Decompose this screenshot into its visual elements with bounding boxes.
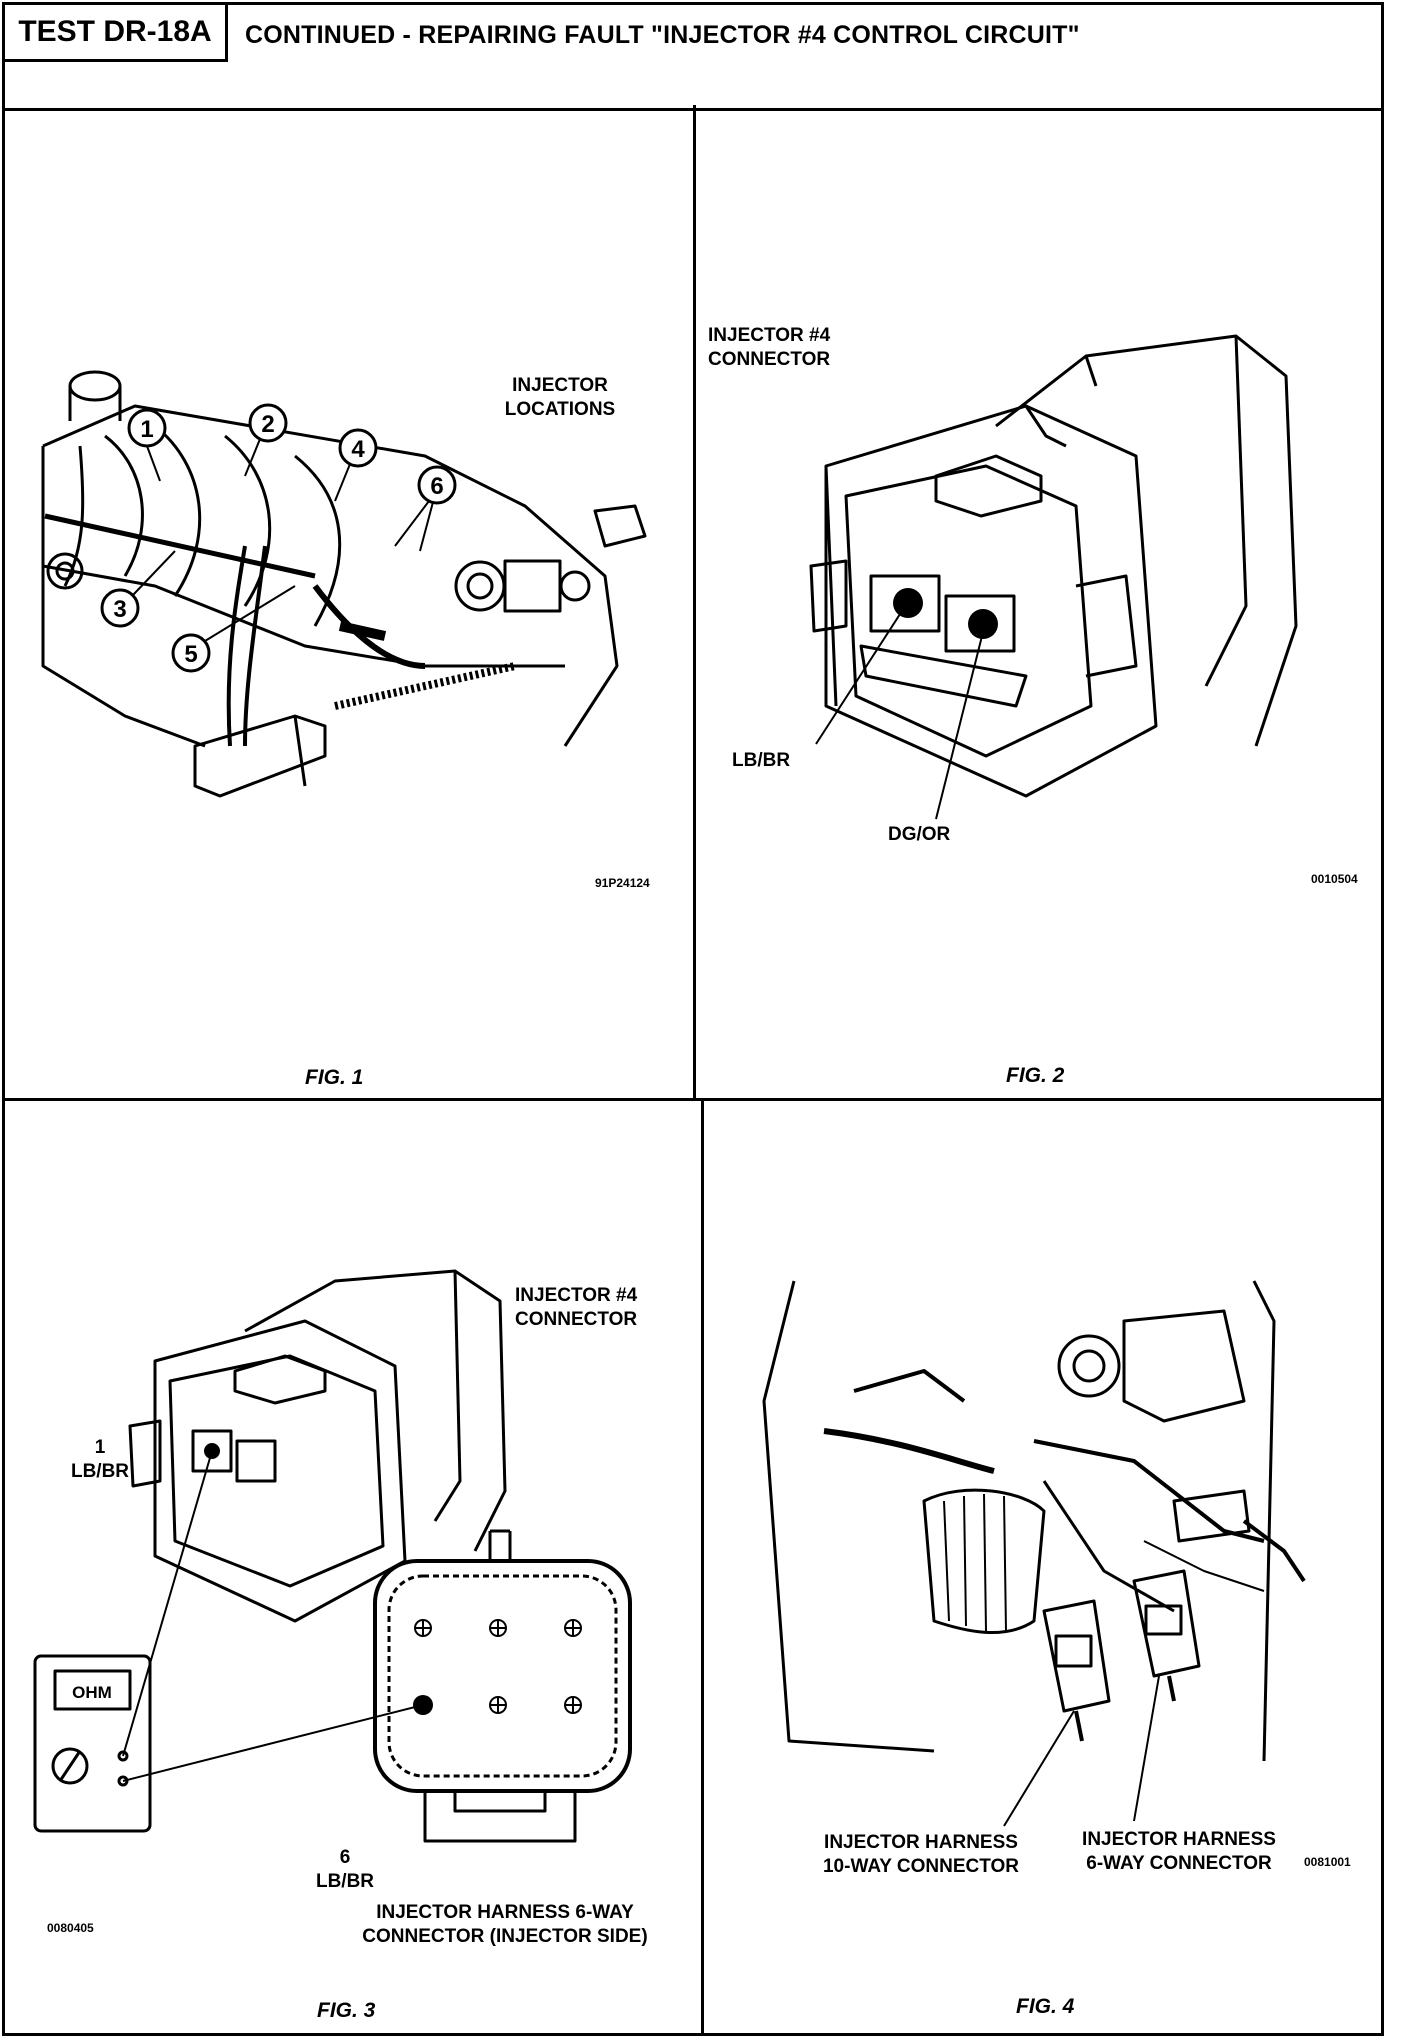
fig2-title-line2: CONNECTOR [708, 349, 831, 370]
pin-dg-or [968, 609, 998, 639]
fig4-left-line1: INJECTOR HARNESS [824, 1832, 1018, 1853]
svg-text:3: 3 [113, 596, 126, 623]
fig3-pin1-number: 1 [94, 1437, 106, 1458]
callout-3: 3 [100, 550, 176, 628]
injector-callouts: 1 2 3 4 5 [100, 403, 457, 673]
fig4-caption: FIG. 4 [1016, 1995, 1075, 2018]
fig3-code: 0080405 [47, 1921, 94, 1935]
fig4-right-line2: 6-WAY CONNECTOR [1086, 1853, 1272, 1874]
callout-4: 4 [334, 428, 378, 502]
fig1-title-line2: LOCATIONS [504, 399, 616, 420]
horizontal-divider [2, 1098, 1384, 1101]
ohmmeter-test-illustration: OHM [33, 1269, 632, 1843]
callout-5: 5 [171, 585, 296, 673]
fig3-pin6-wire: LB/BR [315, 1871, 375, 1892]
fig4-right-label: INJECTOR HARNESS 6-WAY CONNECTOR [1054, 1828, 1304, 1876]
fig1-caption: FIG. 1 [305, 1066, 364, 1089]
page-title: CONTINUED - REPAIRING FAULT "INJECTOR #4… [245, 21, 1080, 49]
svg-text:5: 5 [184, 641, 197, 668]
fig3-title-line2: CONNECTOR [515, 1309, 638, 1330]
callout-6: 6 [394, 465, 457, 552]
fig4-panel: INJECTOR HARNESS 10-WAY CONNECTOR INJECT… [704, 1101, 1384, 2036]
fig3-pin1-label: 1 LB/BR [60, 1436, 140, 1484]
vertical-divider-bottom [701, 1101, 704, 2036]
fig3-panel: INJECTOR #4 CONNECTOR 1 LB/BR [5, 1101, 701, 2036]
fig3-pin1-wire: LB/BR [70, 1461, 130, 1482]
fig4-left-line2: 10-WAY CONNECTOR [822, 1856, 1020, 1877]
fig3-title: INJECTOR #4 CONNECTOR [515, 1284, 637, 1332]
injector-connector-illustration [809, 334, 1298, 820]
fig3-caption: FIG. 3 [317, 1999, 376, 2022]
fig2-title-line1: INJECTOR #4 [708, 325, 831, 346]
svg-text:2: 2 [261, 411, 274, 438]
fig2-wire-dg-or: DG/OR [888, 824, 951, 845]
fig4-right-line1: INJECTOR HARNESS [1082, 1829, 1276, 1850]
harness-connectors-illustration [762, 1280, 1306, 1827]
engine-illustration [41, 370, 647, 798]
callout-2: 2 [244, 403, 288, 477]
fig1-title-line1: INJECTOR [512, 375, 608, 396]
fig3-title-line1: INJECTOR #4 [515, 1285, 638, 1306]
fig2-wire-lb-br: LB/BR [732, 750, 791, 771]
test-id-box: TEST DR-18A [2, 2, 228, 62]
fig3-harness-line1: INJECTOR HARNESS 6-WAY [376, 1902, 634, 1923]
pin-lb-br [893, 588, 923, 618]
vertical-divider-top [693, 105, 696, 1101]
fig3-harness-line2: CONNECTOR (INJECTOR SIDE) [362, 1926, 648, 1947]
svg-text:1: 1 [140, 416, 153, 443]
svg-text:4: 4 [351, 436, 365, 463]
callout-1: 1 [127, 408, 167, 482]
fig3-harness-label: INJECTOR HARNESS 6-WAY CONNECTOR (INJECT… [325, 1901, 685, 1949]
fig1-panel: INJECTOR LOCATIONS [5, 106, 693, 1098]
fig3-pin6-label: 6 LB/BR [295, 1846, 395, 1894]
fig1-title: INJECTOR LOCATIONS [475, 374, 645, 422]
fig2-caption: FIG. 2 [1006, 1064, 1065, 1087]
fig2-title: INJECTOR #4 CONNECTOR [708, 324, 830, 372]
fig2-panel: INJECTOR #4 CONNECTOR [696, 106, 1384, 1098]
page-header: TEST DR-18A CONTINUED - REPAIRING FAULT … [2, 2, 1381, 111]
fig4-left-label: INJECTOR HARNESS 10-WAY CONNECTOR [791, 1831, 1051, 1879]
page-frame: TEST DR-18A CONTINUED - REPAIRING FAULT … [2, 2, 1384, 2036]
fig1-code: 91P24124 [595, 876, 650, 890]
fig2-code: 0010504 [1311, 872, 1358, 886]
ohmmeter-display: OHM [72, 1683, 112, 1702]
svg-text:6: 6 [430, 473, 443, 500]
fig4-code: 0081001 [1304, 1855, 1351, 1869]
fig3-pin6-number: 6 [339, 1847, 351, 1868]
